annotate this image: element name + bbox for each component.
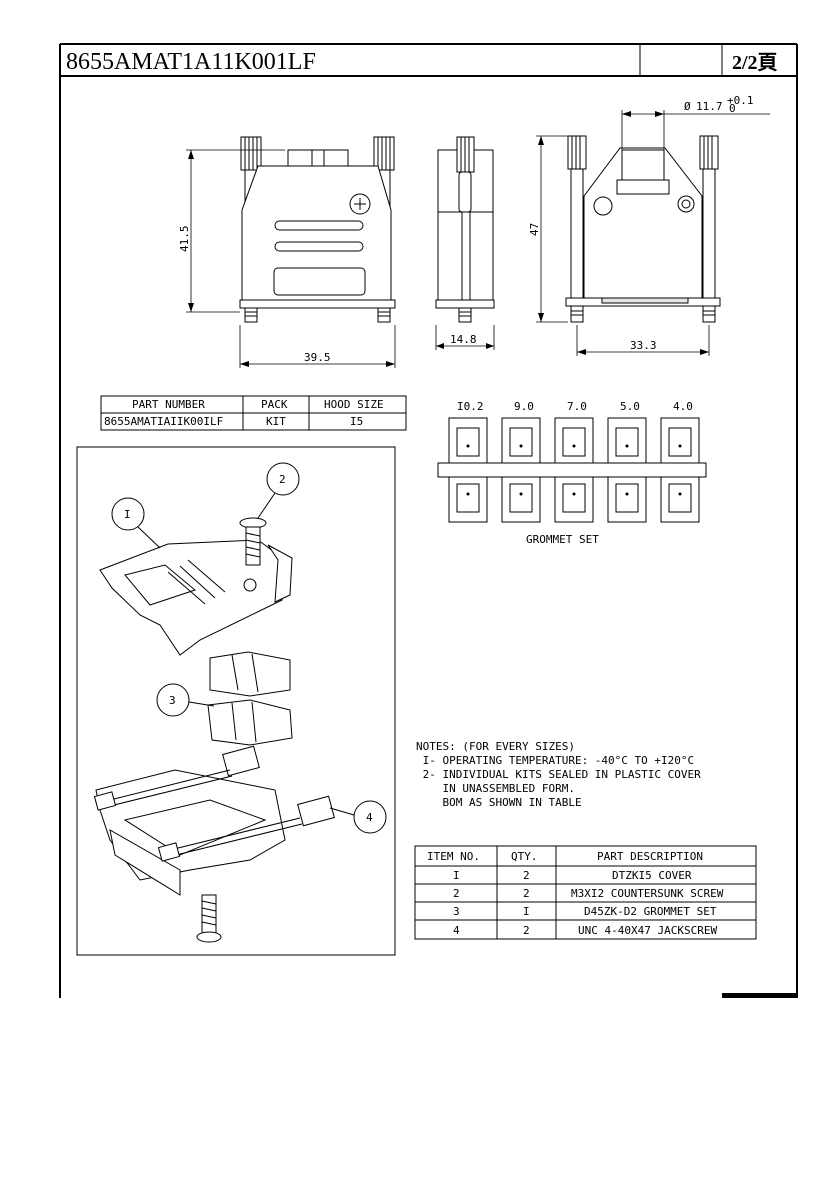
dim-side-depth-label: 14.8	[450, 333, 477, 346]
note-line-2: I- OPERATING TEMPERATURE: -40°C TO +I20°…	[416, 754, 694, 767]
bom-row-1-item: I	[453, 869, 460, 882]
bom-row-2-qty: 2	[523, 887, 530, 900]
front-view	[239, 136, 396, 323]
balloon-3-label: 3	[169, 694, 176, 707]
dim-cable-dia-tol-upper: +0.1	[727, 94, 754, 107]
bom-row-3-desc: D45ZK-D2 GROMMET SET	[584, 905, 717, 918]
part-table-header-hood-size: HOOD SIZE	[324, 398, 384, 411]
note-line-4: IN UNASSEMBLED FORM.	[416, 782, 575, 795]
bom-row-2-desc: M3XI2 COUNTERSUNK SCREW	[571, 887, 724, 900]
dim-hood-width	[239, 325, 396, 368]
bom-table	[414, 845, 757, 940]
bom-row-4-desc: UNC 4-40X47 JACKSCREW	[578, 924, 717, 937]
side-view	[435, 136, 495, 350]
bom-row-1-desc: DTZKI5 COVER	[612, 869, 692, 882]
dim-cable-dia-value: 11.7	[696, 100, 723, 113]
bom-row-3-item: 3	[453, 905, 460, 918]
dim-hood-height	[186, 149, 285, 313]
grommet-set-drawing	[437, 417, 707, 523]
bom-row-1-qty: 2	[523, 869, 530, 882]
dim-overall-height-label: 47	[528, 223, 541, 236]
grommet-size-4: 5.0	[620, 400, 640, 413]
dim-mount-width-label: 33.3	[630, 339, 657, 352]
bom-row-4-qty: 2	[523, 924, 530, 937]
bom-header-qty: QTY.	[511, 850, 538, 863]
grommet-size-2: 9.0	[514, 400, 534, 413]
dim-cable-dia-symbol: Ø	[684, 100, 691, 113]
bom-row-3-qty: I	[523, 905, 530, 918]
dim-cable-dia-tol-lower: 0	[729, 102, 736, 115]
part-table-cell-pack: KIT	[266, 415, 286, 428]
exploded-view	[76, 446, 396, 956]
page-label: 2/2頁	[732, 52, 778, 74]
dim-hood-width-label: 39.5	[304, 351, 331, 364]
note-line-3: 2- INDIVIDUAL KITS SEALED IN PLASTIC COV…	[416, 768, 701, 781]
balloon-1-label: I	[124, 508, 131, 521]
balloon-2-label: 2	[279, 473, 286, 486]
part-table-cell-part-number: 8655AMATIAIIK00ILF	[104, 415, 223, 428]
part-table-cell-hood-size: I5	[350, 415, 363, 428]
grommet-size-5: 4.0	[673, 400, 693, 413]
bom-header-item-no: ITEM NO.	[427, 850, 480, 863]
sheet-frame	[59, 43, 798, 998]
bom-row-4-item: 4	[453, 924, 460, 937]
grommet-size-1: I0.2	[457, 400, 484, 413]
grommet-set-label: GROMMET SET	[526, 533, 599, 546]
dim-hood-height-label: 41.5	[178, 226, 191, 253]
part-title: 8655AMAT1A11K001LF	[66, 49, 316, 75]
part-table-header-part-number: PART NUMBER	[132, 398, 205, 411]
part-table-header-pack: PACK	[261, 398, 288, 411]
bom-row-2-item: 2	[453, 887, 460, 900]
note-line-1: NOTES: (FOR EVERY SIZES)	[416, 740, 575, 753]
bom-header-description: PART DESCRIPTION	[597, 850, 703, 863]
part-table	[100, 395, 407, 431]
note-line-5: BOM AS SHOWN IN TABLE	[416, 796, 582, 809]
grommet-size-3: 7.0	[567, 400, 587, 413]
balloon-4-label: 4	[366, 811, 373, 824]
rear-view	[536, 110, 770, 356]
